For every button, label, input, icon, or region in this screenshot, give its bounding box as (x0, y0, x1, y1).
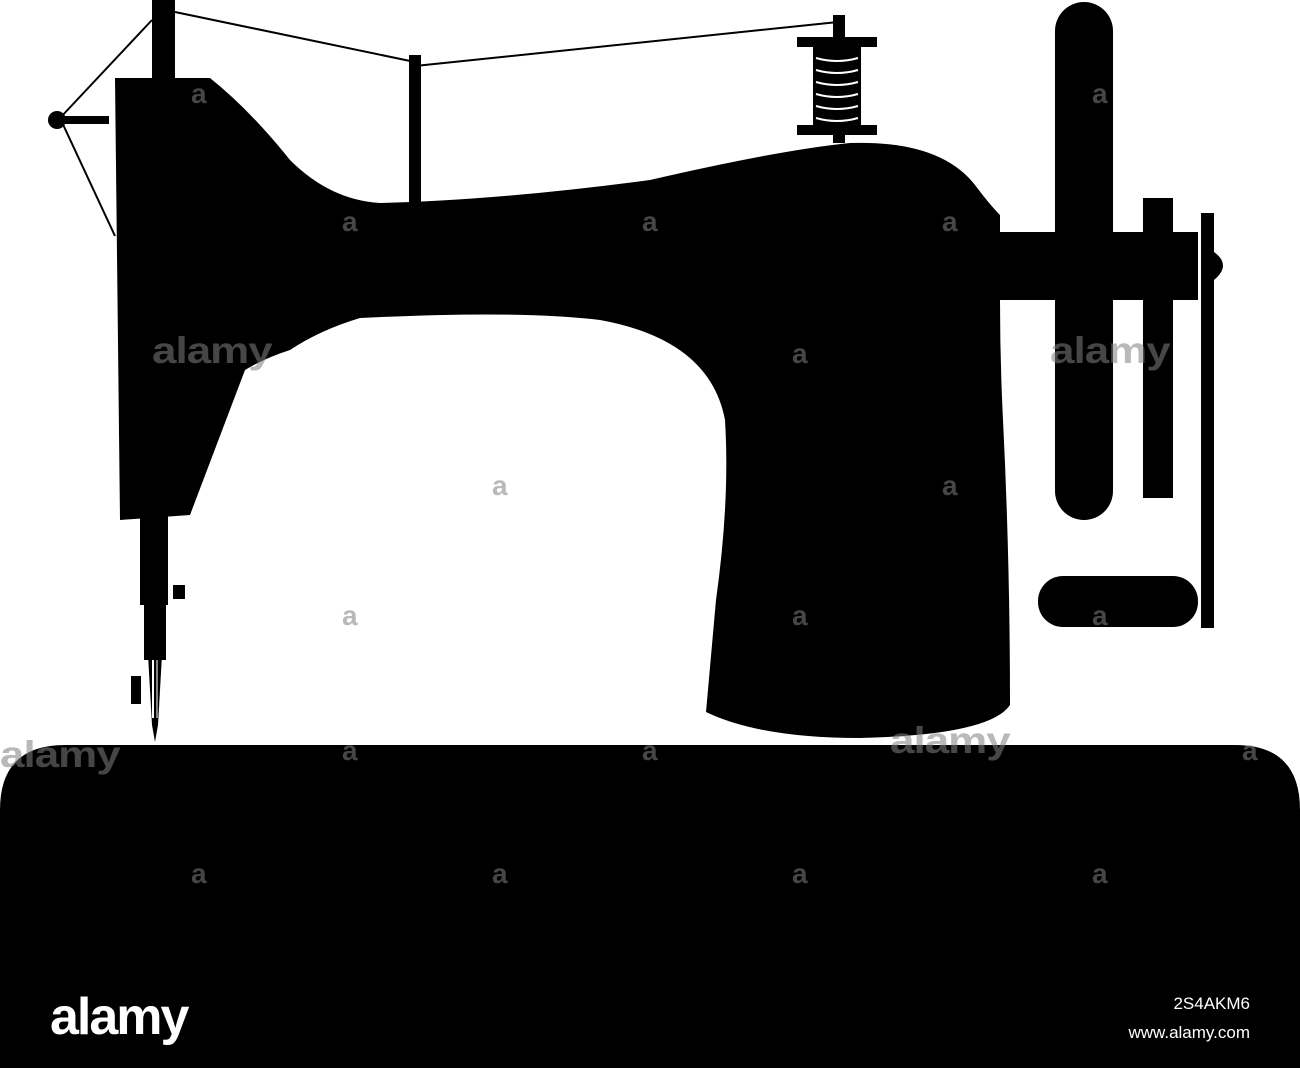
site-url: www.alamy.com (1128, 1023, 1250, 1042)
needle-set-screw (173, 585, 185, 599)
needle (148, 655, 162, 742)
alamy-logo: alamy (50, 988, 189, 1046)
wheel-edge (1201, 213, 1214, 628)
wheel-knob (1214, 252, 1223, 280)
watermark-footer: alamy 2S4AKM6 www.alamy.com (0, 977, 1300, 1068)
needle-clamp (144, 600, 166, 660)
tension-rod (57, 116, 109, 124)
thread-lines (59, 11, 839, 237)
wheel-rim-bar (1143, 198, 1173, 498)
machine-base (0, 745, 1300, 977)
hand-wheel-bar (1055, 2, 1113, 520)
sewing-machine-illustration (0, 0, 1300, 977)
image-id: 2S4AKM6 (1173, 994, 1250, 1013)
thread-spool-icon (797, 37, 877, 135)
needle-bar-top (152, 0, 175, 80)
presser-bar (140, 515, 168, 605)
handle-bar (1038, 576, 1198, 627)
presser-foot (131, 676, 141, 704)
machine-body (115, 78, 1010, 738)
thread-guide-post (409, 55, 421, 203)
